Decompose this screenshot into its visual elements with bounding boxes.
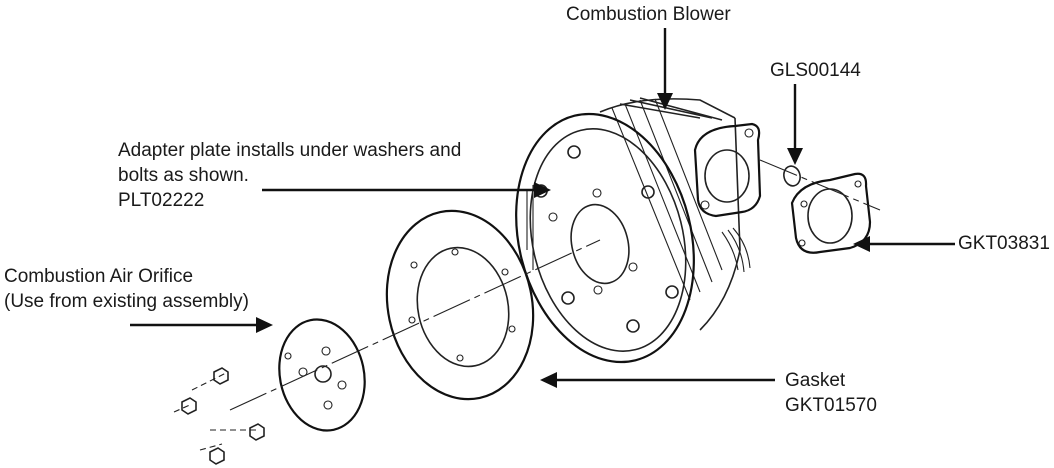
combustion-blower-illustration (515, 97, 762, 364)
gkt03831-gasket-illustration (790, 172, 872, 254)
gkt03831-text: GKT03831 (958, 233, 1050, 254)
orifice-label: Combustion Air Orifice (Use from existin… (4, 264, 249, 314)
orifice-line1: Combustion Air Orifice (4, 266, 194, 287)
orifice-line2: (Use from existing assembly) (4, 291, 249, 312)
adapter-plate-line1: Adapter plate installs under washers and (118, 140, 462, 161)
gasket-gkt01570-illustration (385, 209, 535, 401)
orifice-plate-illustration (278, 318, 366, 432)
gls00144-oring-illustration (783, 165, 801, 187)
gasket-part: GKT01570 (785, 395, 877, 416)
combustion-blower-label: Combustion Blower (566, 2, 731, 27)
assembly-axis-line (229, 159, 881, 411)
gls00144-label: GLS00144 (770, 58, 861, 83)
adapter-plate-part: PLT02222 (118, 190, 205, 211)
callout-arrows (130, 28, 955, 388)
gasket-name: Gasket (785, 370, 846, 391)
adapter-plate-line2: bolts as shown. (118, 165, 249, 186)
adapter-plate-label: Adapter plate installs under washers and… (118, 138, 461, 213)
nuts-illustration (173, 367, 265, 465)
combustion-blower-text: Combustion Blower (566, 4, 731, 25)
gasket-label: Gasket GKT01570 (785, 368, 877, 418)
gkt03831-label: GKT03831 (958, 231, 1050, 256)
gls00144-text: GLS00144 (770, 60, 861, 81)
